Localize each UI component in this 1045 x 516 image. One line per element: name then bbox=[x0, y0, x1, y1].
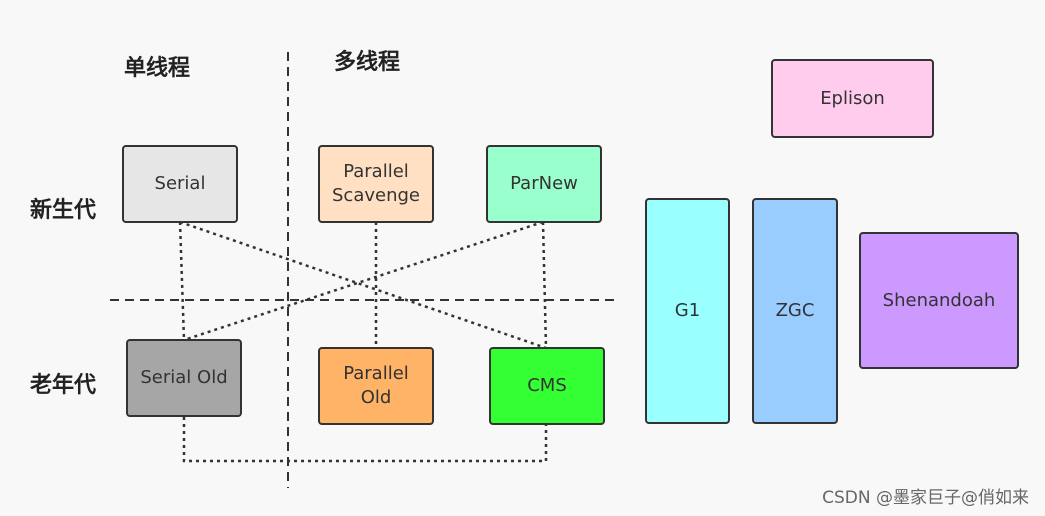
connector-parnew-cms bbox=[541, 221, 548, 349]
shenandoah-collector-label: Shenandoah bbox=[882, 289, 996, 311]
shenandoah-collector: Shenandoah bbox=[859, 232, 1019, 369]
watermark: CSDN @墨家巨子@俏如来 bbox=[822, 488, 1029, 508]
parallel-scavenge-collector: Parallel Scavenge bbox=[318, 145, 434, 223]
g1-collector: G1 bbox=[645, 198, 730, 424]
connector-parnew-serial-old bbox=[183, 220, 544, 342]
parallel-old-collector: Parallel Old bbox=[318, 347, 434, 425]
connector-serial-serial-old bbox=[178, 221, 186, 341]
epsilon-collector-label: Eplison bbox=[820, 87, 885, 109]
cms-collector: CMS bbox=[489, 347, 605, 425]
serial-old-collector: Serial Old bbox=[126, 339, 242, 417]
serial-old-collector-label: Serial Old bbox=[140, 367, 228, 388]
cms-collector-label: CMS bbox=[527, 375, 567, 396]
parnew-collector: ParNew bbox=[486, 145, 602, 223]
serial-collector: Serial bbox=[122, 145, 238, 223]
zgc-collector: ZGC bbox=[752, 198, 838, 424]
g1-collector-label: G1 bbox=[674, 300, 701, 321]
connector-serial-cms bbox=[179, 220, 547, 350]
multi-thread-heading: 多线程 bbox=[334, 50, 401, 75]
parnew-collector-label: ParNew bbox=[510, 173, 578, 194]
parallel-old-collector-label: Parallel Old bbox=[343, 363, 409, 408]
epsilon-collector: Eplison bbox=[771, 59, 934, 138]
zgc-collector-label: ZGC bbox=[775, 300, 815, 321]
young-gen-heading: 新生代 bbox=[30, 198, 97, 223]
connector-serial-old-cms bbox=[182, 417, 548, 463]
serial-collector-label: Serial bbox=[154, 173, 206, 194]
single-thread-heading: 单线程 bbox=[124, 56, 191, 81]
parallel-scavenge-collector-label: Parallel Scavenge bbox=[332, 161, 420, 206]
old-gen-heading: 老年代 bbox=[30, 373, 97, 398]
